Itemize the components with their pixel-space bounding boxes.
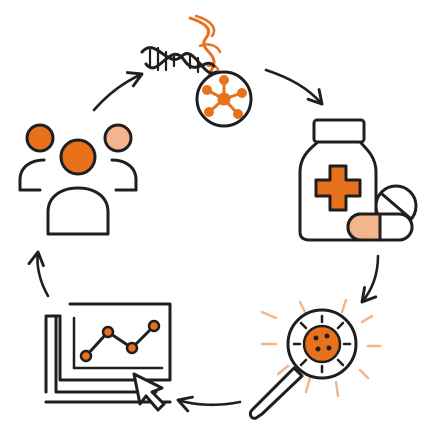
arrow-chart-to-people bbox=[27, 250, 50, 298]
arrow-people-to-dna bbox=[92, 71, 144, 112]
dna-helix-molecule-icon bbox=[140, 14, 253, 128]
line-chart-monitor-cursor-icon bbox=[44, 302, 172, 412]
medicine-bottle-pills-icon bbox=[298, 118, 418, 242]
arrow-dna-to-medicine bbox=[264, 68, 324, 106]
arrow-magnifier-to-chart bbox=[176, 395, 242, 413]
magnifier-microbe-icon bbox=[248, 298, 382, 420]
cycle-arrows bbox=[27, 68, 380, 413]
people-group-icon bbox=[18, 123, 138, 236]
arrow-medicine-to-magnifier bbox=[360, 254, 380, 304]
